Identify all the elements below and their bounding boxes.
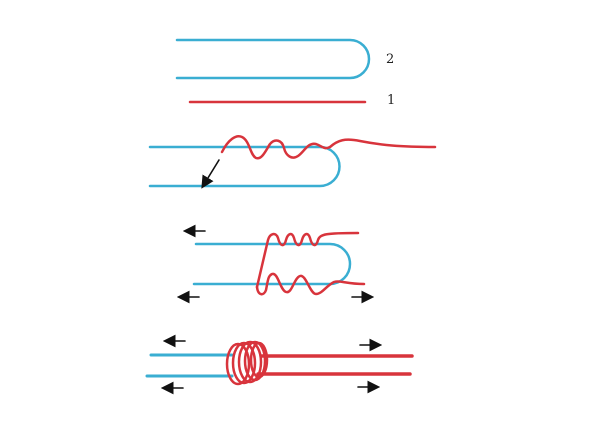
red-lines [256,354,414,376]
red-wraps [220,135,437,160]
blue-lines [145,353,234,378]
red-wraps-top [255,231,360,289]
step-3-tighten [176,224,375,304]
line-2-blue [175,38,371,80]
arrow-icon [201,159,220,189]
step-1-setup [175,38,371,104]
step-2-wrap [148,135,437,189]
blue-loop [192,242,352,286]
coil [225,340,269,386]
red-wraps-bottom [255,272,366,296]
label-line-1: 1 [387,93,396,108]
step-4-finished [145,334,414,395]
label-line-2: 2 [386,52,395,67]
blue-loop [148,145,341,188]
